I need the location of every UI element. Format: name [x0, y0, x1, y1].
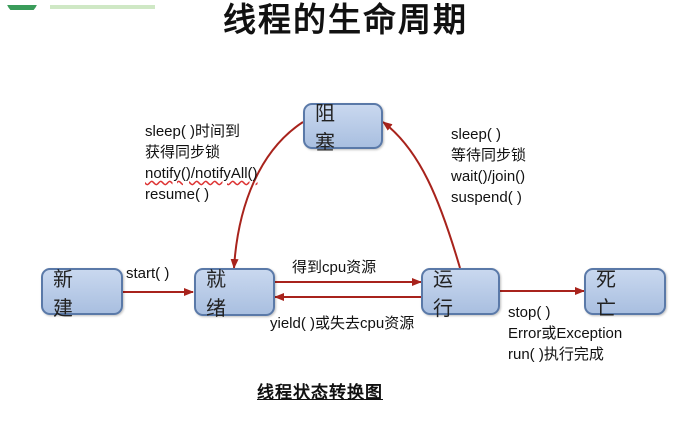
label-running-to-blocked: sleep( ) 等待同步锁 wait()/join() suspend( ) [451, 124, 526, 208]
label-btr-line-3: notify()/notifyAll() [145, 165, 258, 182]
label-start-line: start( ) [126, 265, 170, 282]
label-btr-line-1: sleep( )时间到 [145, 123, 241, 140]
label-btr-line-2: 获得同步锁 [145, 144, 221, 161]
state-blocked: 阻 塞 [303, 101, 383, 154]
label-rtd-line-2: Error或Exception [508, 325, 623, 342]
state-dead: 死 亡 [584, 267, 666, 320]
label-yield: yield( )或失去cpu资源 [270, 313, 414, 334]
label-rtb-line-2: 等待同步锁 [451, 147, 527, 164]
diagram-caption: 线程状态转换图 [257, 383, 383, 403]
site-logo [0, 0, 160, 10]
arrow-blocked-to-runnable [230, 121, 304, 269]
label-rtd-line-1: stop( ) [508, 304, 551, 321]
label-get-cpu-line: 得到cpu资源 [292, 259, 377, 276]
arrow-running-to-blocked [382, 121, 461, 269]
label-start: start( ) [126, 263, 169, 284]
diagram-title: 线程的生命周期 [223, 0, 468, 39]
label-yield-line: yield( )或失去cpu资源 [270, 315, 415, 332]
label-rtb-line-1: sleep( ) [451, 126, 502, 143]
label-rtb-line-4: suspend( ) [451, 189, 522, 206]
label-blocked-to-runnable: sleep( )时间到 获得同步锁 notify()/notifyAll() r… [145, 121, 258, 205]
label-rtd-line-3: run( )执行完成 [508, 346, 604, 363]
state-running: 运 行 [421, 267, 500, 320]
state-new: 新 建 [41, 267, 123, 320]
state-runnable: 就 绪 [194, 267, 275, 320]
label-running-to-dead: stop( ) Error或Exception run( )执行完成 [508, 302, 622, 365]
label-get-cpu: 得到cpu资源 [292, 257, 376, 278]
label-btr-line-4: resume( ) [145, 186, 210, 203]
label-rtb-line-3: wait()/join() [451, 168, 526, 185]
